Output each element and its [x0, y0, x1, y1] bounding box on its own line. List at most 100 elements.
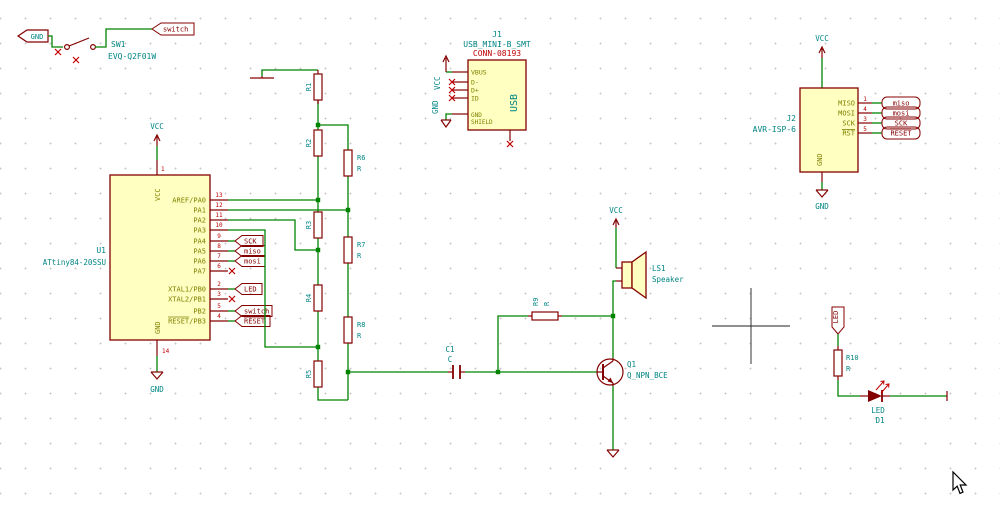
led-d1[interactable]: LED D1 [860, 380, 890, 425]
wire[interactable] [95, 28, 152, 48]
power-symbol-vcc-speaker[interactable]: VCC [609, 206, 623, 228]
mcu-ref: U1 [96, 246, 106, 255]
global-label-reset-u1[interactable]: RESET [234, 315, 271, 327]
led-triangle [868, 390, 882, 402]
pin-number: 7 [217, 253, 221, 260]
led-ref: D1 [875, 416, 884, 425]
label-text: SCK [244, 238, 257, 246]
editor-crosshair [712, 288, 790, 364]
mcu-body [109, 174, 211, 341]
no-connect-x [506, 140, 514, 148]
global-label-switch[interactable]: switch [151, 22, 195, 36]
resistor-r2[interactable]: R2 [305, 129, 323, 157]
wire[interactable] [228, 219, 318, 251]
global-label-switch-u1[interactable]: switch [234, 305, 273, 317]
vcc-text: VCC [609, 206, 623, 215]
label-shape [234, 305, 273, 317]
resistor-r6[interactable]: R6 R [343, 149, 365, 177]
isp-body [799, 87, 859, 173]
resistor-r9[interactable]: R9 R [528, 298, 562, 321]
power-symbol-gnd-u1[interactable]: GND [150, 371, 164, 394]
resistor-r8[interactable]: R8 R [343, 316, 365, 344]
global-label-miso[interactable]: miso [881, 96, 921, 110]
switch-value: EVQ-Q2F01W [108, 52, 156, 61]
usb-pin-gnd: GND [471, 112, 482, 119]
pin-number: 4 [863, 106, 867, 113]
capacitor-c1[interactable]: C1 C [445, 345, 465, 379]
pin-number: 12 [215, 202, 223, 209]
switch-sw1[interactable]: SW1 EVQ-Q2F01W [63, 37, 157, 61]
pin-number: 3 [863, 116, 867, 123]
pin-name: PA3 [193, 227, 206, 235]
switch-ref: SW1 [111, 40, 126, 49]
pin-number: 1 [161, 166, 165, 173]
led-emission-arrows [875, 380, 890, 394]
pin-name: PA5 [193, 248, 206, 256]
wire[interactable] [228, 229, 318, 348]
pin-number: 6 [217, 263, 221, 270]
mcu-u1[interactable]: 1 VCC GND U1 ATtiny84-20SSU 13 12 11 10 … [43, 160, 228, 356]
power-symbol-vcc-u1[interactable]: VCC [150, 122, 164, 146]
transistor-value: Q_NPN_BCE [627, 371, 668, 380]
power-flag-gnd-switch[interactable]: GND [16, 29, 49, 43]
gnd-flag-text: GND [31, 33, 44, 41]
power-symbol-gnd-j2[interactable]: GND [815, 189, 829, 211]
resistor-ref: R3 [305, 221, 313, 229]
usb-pin-id: ID [471, 95, 479, 103]
global-label-led-r10[interactable]: LED [831, 306, 845, 335]
resistor-r1[interactable]: R1 [305, 70, 323, 104]
power-symbol-gnd-q1[interactable] [606, 449, 620, 458]
no-connect-x [448, 86, 456, 94]
usb-body-text: USB [509, 94, 520, 112]
global-label-led-u1[interactable]: LED [234, 283, 263, 295]
usb-pin-shield: SHIELD [471, 119, 493, 126]
speaker-body [621, 261, 633, 289]
wire[interactable] [497, 315, 528, 372]
resistor-ref: R7 [357, 241, 365, 249]
wire[interactable] [261, 69, 318, 76]
power-symbol-vcc-j2[interactable]: VCC [815, 34, 829, 58]
led-value: LED [871, 406, 885, 415]
pin-number: 5 [863, 126, 867, 133]
label-text: miso [893, 100, 910, 108]
isp-connector-j2[interactable]: J2 AVR-ISP-6 1 4 3 5 MISO MOSI SCK RST G… [753, 87, 872, 182]
global-label-sck-u1[interactable]: SCK [234, 235, 264, 247]
resistor-r3[interactable]: R3 [305, 211, 323, 239]
speaker-ls1[interactable]: LS1 Speaker [616, 250, 684, 300]
power-symbol-gnd-j1[interactable]: GND [431, 100, 452, 129]
pin-name: XTAL1/PB0 [168, 286, 206, 294]
power-symbol-vcc-j1[interactable]: VCC [433, 54, 450, 90]
gnd-arrow [150, 371, 164, 380]
global-label-reset[interactable]: RESET [881, 126, 921, 140]
transistor-q1[interactable]: Q1 Q_NPN_BCE [596, 358, 668, 386]
resistor-ref: R10 [846, 354, 859, 362]
wire[interactable] [837, 380, 860, 397]
wire[interactable] [317, 387, 348, 401]
wire[interactable] [612, 280, 616, 358]
wire[interactable] [48, 35, 63, 48]
wire[interactable] [445, 113, 452, 120]
collector-lead [602, 360, 614, 369]
resistor-r10[interactable]: R10 R [833, 346, 859, 380]
resistor-ref: R6 [357, 154, 365, 162]
vcc-text: VCC [815, 34, 829, 43]
usb-connector-j1[interactable]: J1 USB_MINI-B_SMT CONN-08193 VBUS D- D+ … [452, 30, 531, 141]
pin-number: 13 [215, 192, 223, 199]
resistor-r7[interactable]: R7 R [343, 236, 365, 264]
resistor-r4[interactable]: R4 [305, 284, 323, 312]
wire[interactable] [318, 124, 349, 150]
global-label-miso-u1[interactable]: miso [234, 245, 266, 257]
isp-value: AVR-ISP-6 [753, 125, 797, 134]
global-label-mosi[interactable]: mosi [881, 106, 921, 120]
no-connect-x [72, 56, 80, 64]
capacitor-ref: C1 [445, 345, 454, 354]
resistor-r5[interactable]: R5 [305, 360, 323, 388]
global-label-mosi-u1[interactable]: mosi [234, 255, 266, 267]
resistor-value: R [846, 365, 851, 373]
vcc-text: VCC [433, 76, 442, 90]
pin-number: 9 [217, 233, 221, 240]
isp-gnd-pin-name: GND [816, 153, 824, 166]
transistor-ref: Q1 [627, 360, 636, 369]
